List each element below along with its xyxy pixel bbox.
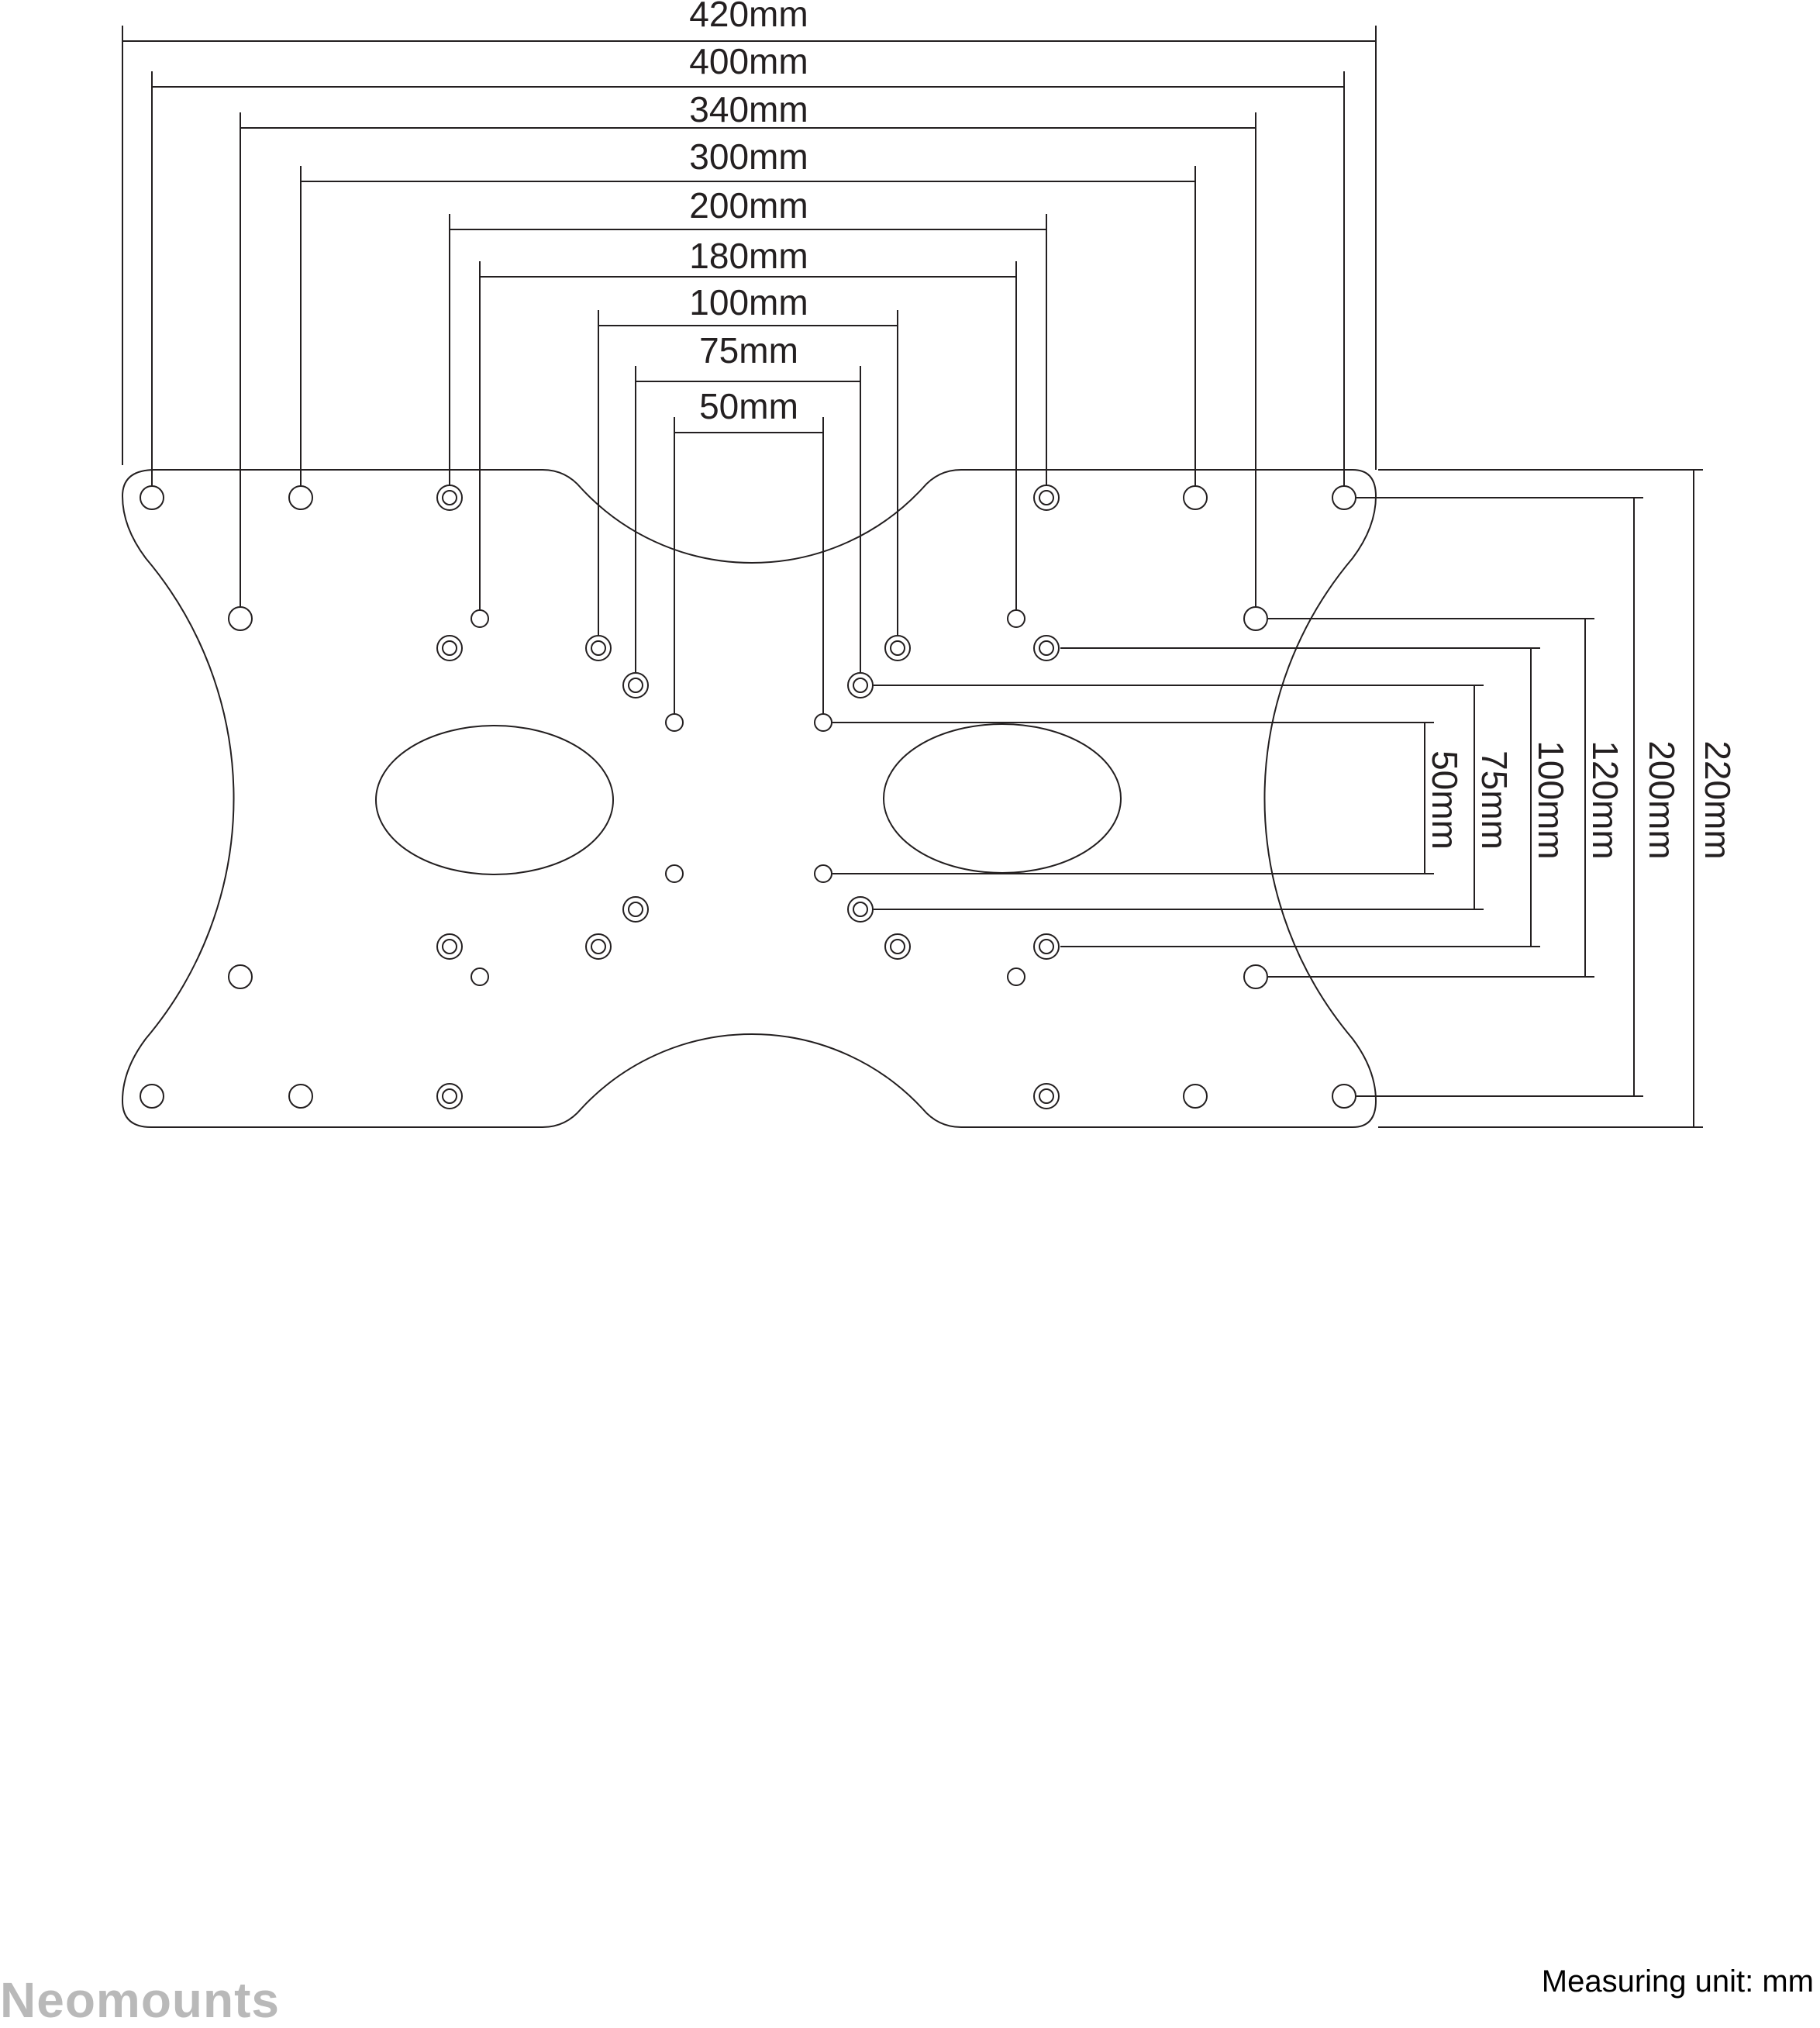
dim-label-v120mm: 120mm [1585,740,1625,859]
dim-label-420mm: 420mm [689,0,808,34]
dim-label-200mm: 200mm [689,185,808,226]
mounting-hole-inner-icon [1039,640,1054,656]
mounting-hole-inner-icon [442,490,457,505]
mounting-hole-inner-icon [628,902,643,917]
dimension-lines [122,26,1703,1128]
mounting-hole-inner-icon [1039,1088,1054,1104]
mounting-hole-inner-icon [591,640,606,656]
mounting-hole-ring-icon [436,635,463,661]
left-oval-cutout [375,725,614,875]
dim-label-v75mm: 75mm [1474,750,1515,850]
dim-label-v100mm: 100mm [1531,740,1571,859]
mounting-hole-icon [471,967,489,986]
mounting-hole-inner-icon [628,678,643,693]
measuring-unit-note: Measuring unit: mm [1541,1964,1814,1999]
mounting-hole-inner-icon [442,939,457,954]
dim-label-v200mm: 200mm [1642,740,1682,859]
dim-label-75mm: 75mm [699,330,798,371]
dim-label-v220mm: 220mm [1698,740,1738,859]
mounting-hole-icon [140,1084,164,1109]
mounting-hole-ring-icon [1033,933,1060,960]
dim-label-300mm: 300mm [689,136,808,177]
mounting-hole-ring-icon [1033,635,1060,661]
mounting-hole-ring-icon [436,933,463,960]
mounting-hole-inner-icon [890,939,905,954]
mounting-hole-icon [1183,1084,1208,1109]
mounting-hole-ring-icon [436,1083,463,1109]
mounting-hole-icon [1243,964,1268,989]
dim-label-400mm: 400mm [689,41,808,81]
mounting-plate-outline [121,469,1377,1128]
dim-label-v50mm: 50mm [1425,750,1465,850]
dim-label-180mm: 180mm [689,236,808,276]
mounting-hole-ring-icon [622,896,649,923]
mounting-hole-icon [288,1084,313,1109]
mounting-hole-ring-icon [1033,1083,1060,1109]
mounting-hole-inner-icon [1039,939,1054,954]
mounting-hole-inner-icon [853,902,868,917]
dim-label-50mm: 50mm [699,386,798,426]
mounting-hole-ring-icon [585,933,612,960]
mounting-hole-inner-icon [591,939,606,954]
mounting-hole-icon [814,864,832,883]
mounting-hole-inner-icon [890,640,905,656]
mounting-hole-inner-icon [853,678,868,693]
mounting-hole-inner-icon [442,1088,457,1104]
mounting-hole-icon [228,964,253,989]
dim-label-340mm: 340mm [689,89,808,129]
mounting-hole-ring-icon [884,933,911,960]
neomounts-logo: Neomounts [0,1972,280,2028]
mounting-hole-inner-icon [1039,490,1054,505]
mounting-holes [140,485,1356,1109]
mounting-hole-ring-icon [847,896,874,923]
mounting-hole-icon [665,864,684,883]
dim-label-100mm: 100mm [689,282,808,322]
mounting-hole-inner-icon [442,640,457,656]
mounting-hole-icon [1007,967,1025,986]
mounting-hole-icon [1332,1084,1356,1109]
